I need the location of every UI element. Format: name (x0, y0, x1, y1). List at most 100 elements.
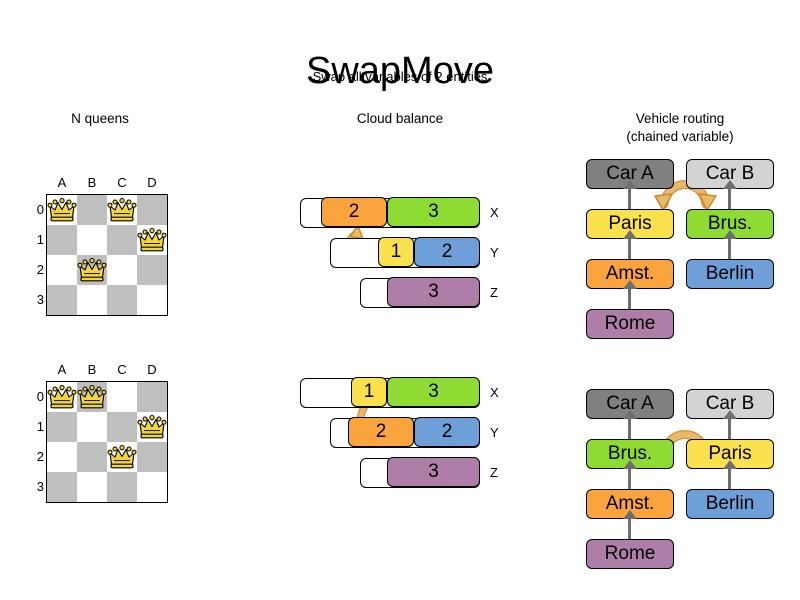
vehicle-node-a-1[interactable]: Car A (586, 159, 674, 189)
column-heading-nqueens: N queens (71, 111, 129, 126)
chess-cell-A0[interactable] (47, 382, 77, 412)
chess-cell-D0[interactable] (137, 195, 167, 225)
vehicle-chain-link-b-2 (728, 469, 731, 489)
rank-label-2: 2 (36, 449, 44, 464)
chess-cell-C2[interactable] (107, 442, 137, 472)
chess-cell-D0[interactable] (137, 382, 167, 412)
vehicle-node-a-4[interactable]: Rome (586, 539, 674, 569)
column-heading-vehicle-line1: Vehicle routing (635, 111, 725, 126)
cloud-label-Y: Y (490, 245, 499, 260)
cloud-process-X-1[interactable]: 1 (351, 376, 387, 407)
chess-cell-A3[interactable] (47, 285, 77, 315)
vehicle-chain-arrowhead-b-2 (722, 460, 737, 469)
chess-cell-C2[interactable] (107, 255, 137, 285)
file-label-C: C (117, 362, 127, 377)
chess-cell-C0[interactable] (107, 382, 137, 412)
vehicle-chain-link-a-1 (628, 189, 631, 209)
cloud-process-X-2[interactable]: 3 (387, 376, 480, 407)
rank-label-3: 3 (36, 292, 44, 307)
vehicle-chain-arrowhead-a-1 (622, 410, 637, 419)
file-label-D: D (147, 175, 157, 190)
chess-cell-A1[interactable] (47, 225, 77, 255)
chess-cell-B1[interactable] (77, 225, 107, 255)
chess-cell-C3[interactable] (107, 472, 137, 502)
chess-cell-C0[interactable] (107, 195, 137, 225)
vehicle-chain-link-b-2 (728, 239, 731, 259)
cloud-label-Y: Y (490, 425, 499, 440)
chess-cell-A1[interactable] (47, 412, 77, 442)
chess-cell-A2[interactable] (47, 442, 77, 472)
cloud-process-Y-1[interactable]: 2 (348, 416, 414, 447)
chess-cell-B3[interactable] (77, 285, 107, 315)
vehicle-node-b-2[interactable]: Paris (686, 439, 774, 469)
chess-cell-B0[interactable] (77, 195, 107, 225)
rank-label-3: 3 (36, 479, 44, 494)
chess-cell-C3[interactable] (107, 285, 137, 315)
vehicle-chain-arrowhead-b-1 (722, 410, 737, 419)
chess-cell-B2[interactable] (77, 442, 107, 472)
chess-cell-D1[interactable] (137, 412, 167, 442)
chess-cell-A3[interactable] (47, 472, 77, 502)
chess-cell-C1[interactable] (107, 412, 137, 442)
vehicle-node-b-3[interactable]: Berlin (686, 259, 774, 289)
cloud-label-Z: Z (490, 285, 498, 300)
cloud-process-Y-1[interactable]: 1 (378, 236, 414, 267)
rank-label-0: 0 (36, 202, 44, 217)
chess-cell-A2[interactable] (47, 255, 77, 285)
rank-label-1: 1 (36, 419, 44, 434)
chess-cell-B1[interactable] (77, 412, 107, 442)
chess-cell-B0[interactable] (77, 382, 107, 412)
cloud-process-Z-1[interactable]: 3 (387, 456, 480, 487)
cloud-label-X: X (490, 205, 499, 220)
chess-cell-B3[interactable] (77, 472, 107, 502)
chess-cell-D3[interactable] (137, 472, 167, 502)
vehicle-chain-link-b-1 (728, 419, 731, 439)
chess-cell-D2[interactable] (137, 255, 167, 285)
file-label-B: B (87, 362, 97, 377)
column-heading-vehicle-line2: (chained variable) (626, 129, 734, 144)
column-heading-cloud: Cloud balance (356, 111, 444, 126)
vehicle-chain-arrowhead-b-2 (722, 230, 737, 239)
chess-cell-D2[interactable] (137, 442, 167, 472)
vehicle-chain-arrowhead-a-2 (622, 230, 637, 239)
vehicle-node-b-3[interactable]: Berlin (686, 489, 774, 519)
vehicle-chain-arrowhead-a-3 (622, 280, 637, 289)
vehicle-chain-arrowhead-a-3 (622, 510, 637, 519)
cloud-process-Y-2[interactable]: 2 (414, 416, 480, 447)
file-label-D: D (147, 362, 157, 377)
page-title: SwapMove (306, 50, 494, 93)
cloud-process-X-2[interactable]: 3 (387, 196, 480, 227)
file-label-A: A (57, 175, 67, 190)
chess-cell-B2[interactable] (77, 255, 107, 285)
chess-cell-A0[interactable] (47, 195, 77, 225)
vehicle-chain-link-a-2 (628, 239, 631, 259)
cloud-process-Y-2[interactable]: 2 (414, 236, 480, 267)
chess-cell-D3[interactable] (137, 285, 167, 315)
file-label-A: A (57, 362, 67, 377)
vehicle-chain-arrowhead-a-1 (622, 180, 637, 189)
vehicle-node-a-4[interactable]: Rome (586, 309, 674, 339)
cloud-label-X: X (490, 385, 499, 400)
page-subtitle: Swap all variables of 2 entities (312, 69, 488, 84)
chess-cell-D1[interactable] (137, 225, 167, 255)
vehicle-chain-link-a-1 (628, 419, 631, 439)
vehicle-chain-arrowhead-b-1 (722, 180, 737, 189)
cloud-process-X-1[interactable]: 2 (321, 196, 387, 227)
chess-cell-C1[interactable] (107, 225, 137, 255)
cloud-label-Z: Z (490, 465, 498, 480)
rank-label-2: 2 (36, 262, 44, 277)
vehicle-chain-link-a-2 (628, 469, 631, 489)
cloud-process-Z-1[interactable]: 3 (387, 276, 480, 307)
vehicle-chain-link-b-1 (728, 189, 731, 209)
